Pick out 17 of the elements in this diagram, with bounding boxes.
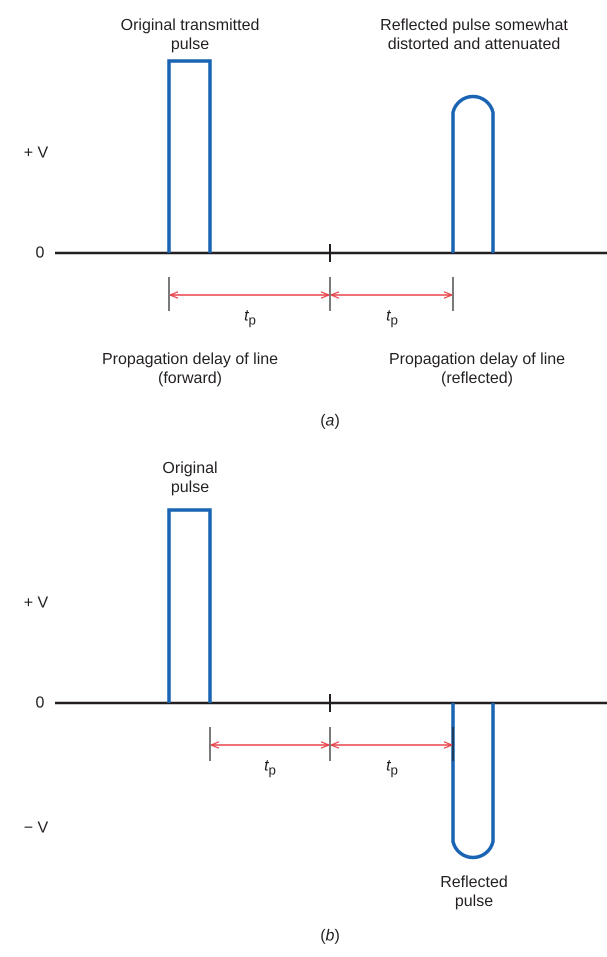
- voltage-label: − V: [24, 818, 48, 838]
- delay-symbol: t$_{p}$: [264, 756, 276, 780]
- panel-caption: (b): [320, 926, 340, 946]
- pulse-label: Reflected pulse somewhat distorted and attenuated: [379, 16, 569, 54]
- delay-symbol: t$_{p}$: [244, 306, 256, 330]
- pulse-label: Reflected pulse: [439, 873, 509, 911]
- panel-caption: (a): [320, 412, 340, 430]
- pulse-label: Original transmitted pulse: [120, 16, 260, 54]
- voltage-label: 0: [36, 694, 44, 712]
- delay-caption: Propagation delay of line (reflected): [388, 350, 566, 388]
- voltage-label: + V: [24, 144, 48, 162]
- voltage-label: 0: [36, 244, 44, 262]
- voltage-label: + V: [24, 594, 48, 612]
- delay-symbol: t$_{p}$: [386, 306, 398, 330]
- pulse-label: Original pulse: [161, 459, 219, 497]
- delay-caption: Propagation delay of line (forward): [100, 350, 280, 388]
- delay-symbol: t$_{p}$: [386, 756, 398, 780]
